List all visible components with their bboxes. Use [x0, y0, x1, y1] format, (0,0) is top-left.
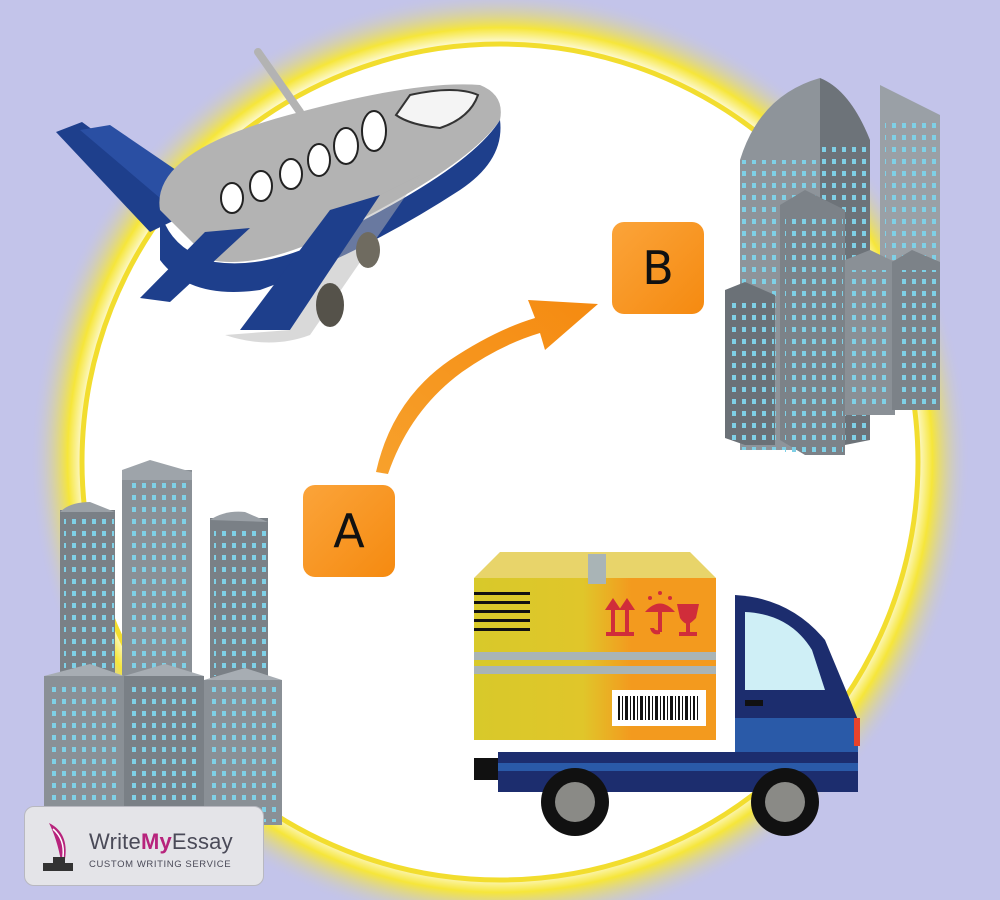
- barcode-icon: [612, 690, 706, 726]
- airplane-icon: [56, 48, 501, 343]
- logo-tagline: CUSTOM WRITING SERVICE: [89, 859, 232, 870]
- svg-text:B: B: [642, 241, 674, 295]
- fragile-glass-icon: [677, 604, 699, 636]
- skyscraper-icon-a: [44, 460, 282, 825]
- quill-pen-icon: [43, 823, 73, 871]
- truck-wheel-rear: [541, 768, 609, 836]
- this-side-up-arrows-icon: [605, 598, 635, 636]
- cargo-box-icon: [474, 552, 716, 740]
- box-stripes: [474, 592, 530, 631]
- destination-label: B: [612, 222, 704, 314]
- route-arrow: [376, 300, 598, 474]
- origin-label: A: [303, 485, 395, 577]
- truck-wheel-front: [751, 768, 819, 836]
- logo-wordmark: WriteMyEssay: [89, 829, 233, 854]
- brand-logo[interactable]: WriteMyEssay CUSTOM WRITING SERVICE: [24, 806, 264, 886]
- truck-icon: [474, 595, 860, 836]
- keep-dry-umbrella-icon: [645, 591, 675, 635]
- svg-text:A: A: [333, 504, 365, 558]
- skyscraper-icon-b: [725, 78, 940, 455]
